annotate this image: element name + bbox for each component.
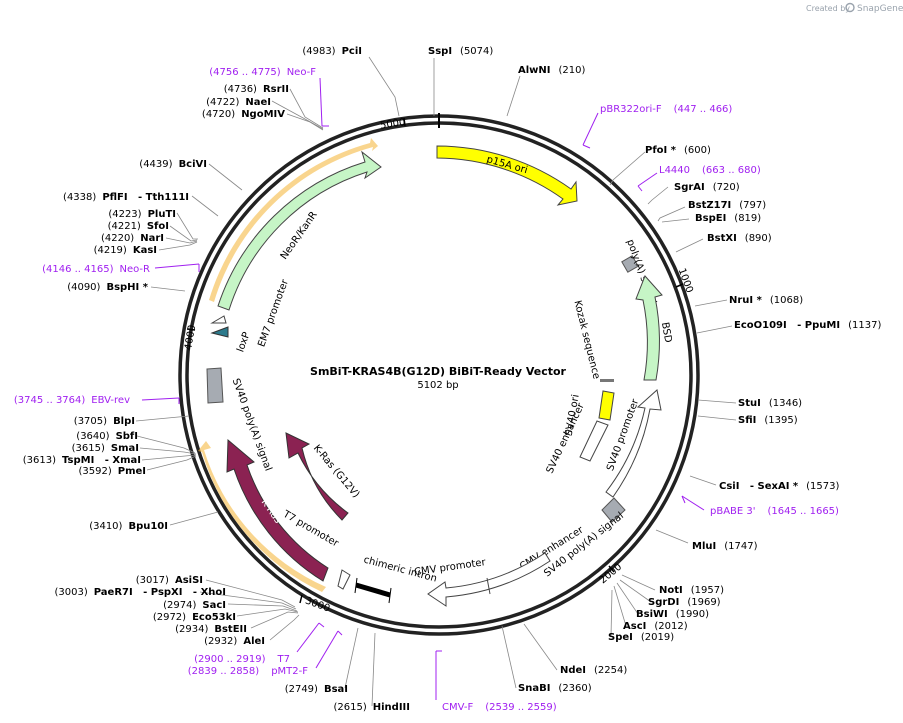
neor-arrow — [217, 150, 382, 311]
polya-signal-box-3 — [206, 367, 224, 404]
site-asisi: (3017)AsiSI — [136, 575, 203, 586]
snapgene-logo-icon — [845, 2, 855, 13]
site-leader-lines — [135, 56, 737, 707]
site-sfoi: (4221)SfoI — [108, 221, 169, 232]
site-alwni: AlwNI(210) — [518, 65, 585, 76]
tick-label-3000: 3000 — [304, 596, 332, 615]
bsd-arrow — [635, 275, 663, 381]
site-asci: AscI(2012) — [623, 621, 688, 632]
tick-label-2000: 2000 — [598, 562, 625, 587]
site-sgrai: SgrAI(720) — [674, 182, 740, 193]
created-by-text: Created by — [806, 4, 850, 13]
site-alei: (2932)AleI — [204, 636, 265, 647]
site-bsai: (2749)BsaI — [285, 684, 348, 695]
site-bsteii: (2934)BstEII — [175, 624, 247, 635]
site-stui: StuI(1346) — [738, 398, 802, 409]
site-paer7i: (3003)PaeR7I - PspXI - XhoI — [54, 587, 226, 598]
site-tspmi: (3613)TspMI - XmaI — [23, 455, 141, 466]
primer-leader-lines — [141, 77, 705, 700]
site-spei: SpeI(2019) — [608, 632, 674, 643]
site-kasi: (4219)KasI — [94, 245, 157, 256]
site-sfii: SfiI(1395) — [738, 415, 798, 426]
site-noti: NotI(1957) — [659, 585, 724, 596]
kras-g12v-arrow — [285, 432, 349, 521]
site-pmei: (3592)PmeI — [78, 466, 146, 477]
tick-5000 — [403, 117, 406, 127]
site-csii: CsiI - SexAI *(1573) — [719, 481, 839, 492]
polya-signal-box-1 — [621, 255, 639, 273]
primer-l4440: L4440(663 .. 680) — [659, 165, 761, 176]
primer-neo-r: (4146 .. 4165)Neo-R — [42, 264, 150, 275]
site-bpu10i: (3410)Bpu10I — [89, 521, 168, 532]
site-bcivi: (4439)BciVI — [139, 159, 207, 170]
snapgene-brand: SnapGene — [857, 4, 903, 14]
kras-g12v-label: K-Ras (G12V) — [311, 443, 362, 500]
kozak-label: Kozak sequence — [571, 299, 601, 380]
site-ndei: NdeI(2254) — [560, 665, 627, 676]
em7-promoter-arrow — [210, 315, 227, 324]
kozak-mark — [600, 379, 614, 382]
site-nrui: NruI *(1068) — [729, 295, 803, 306]
site-sbfi: (3640)SbfI — [76, 431, 138, 442]
site-bsphi: (4090)BspHI * — [67, 282, 149, 293]
primer-neo-f: (4756 .. 4775)Neo-F — [209, 67, 316, 78]
primer-pbr322ori-f: pBR322ori-F(447 .. 466) — [600, 104, 732, 115]
site-ecoo109i: EcoO109I - PpuMI(1137) — [734, 320, 881, 331]
cmv-promoter-arrow — [427, 552, 551, 607]
tick-label-4000: 4000 — [183, 324, 198, 351]
cmv-enhancer-promoter-divider — [486, 577, 491, 595]
tick-3000 — [299, 594, 303, 604]
site-bspei: BspEI(819) — [695, 213, 761, 224]
sv40-promoter-arrow — [605, 389, 662, 498]
site-sspi: SspI(5074) — [428, 46, 493, 57]
site-smai: (3615)SmaI — [72, 443, 139, 454]
site-hindiii: (2615)HindIII — [333, 702, 410, 713]
primer-ebv-rev: (3745 .. 3764)EBV-rev — [14, 395, 130, 406]
restriction-sites: (4983)PciI SspI(5074) AlwNI(210) PfoI *(… — [23, 46, 882, 713]
site-bstxi: BstXI(890) — [707, 233, 772, 244]
site-pfoi: PfoI *(600) — [645, 145, 711, 156]
tick-2000 — [608, 565, 615, 573]
sv40-enhancer-box — [579, 420, 609, 462]
primer-pmt2-f: (2839 .. 2858)pMT2-F — [188, 666, 308, 677]
site-ngomiv: (4720)NgoMIV — [202, 109, 285, 120]
primer-pbabe3: pBABE 3'(1645 .. 1665) — [710, 506, 839, 517]
site-bsiwi: BsiWI(1990) — [636, 609, 709, 620]
chimeric-intron-mark — [355, 582, 391, 598]
site-rsrii: (4736)RsrII — [224, 84, 289, 95]
site-pcii: (4983)PciI — [302, 46, 362, 57]
loxp-arrow — [210, 326, 229, 338]
site-sgrdi: SgrDI(1969) — [648, 597, 721, 608]
primer-t7: (2900 .. 2919)T7 — [194, 654, 290, 665]
site-bstz17i: BstZ17I(797) — [688, 200, 766, 211]
site-saci: (2974)SacI — [163, 600, 226, 611]
site-mlui: MluI(1747) — [692, 541, 758, 552]
site-nari: (4220)NarI — [101, 233, 164, 244]
site-blpi: (3705)BlpI — [74, 416, 135, 427]
primers: (4756 .. 4775)Neo-F pBR322ori-F(447 .. 4… — [14, 67, 839, 713]
p15a-ori-arrow — [436, 145, 578, 206]
bsd-label: BSD — [659, 321, 673, 344]
plasmid-size: 5102 bp — [417, 380, 458, 391]
site-pflfi: (4338)PflFI - Tth111I — [63, 192, 189, 203]
em7-promoter-label: EM7 promoter — [256, 277, 291, 348]
kras-arrow — [226, 438, 329, 582]
site-snabi: SnaBI(2360) — [518, 683, 592, 694]
t7-promoter-arrow — [337, 569, 351, 590]
plasmid-name: SmBiT-KRAS4B(G12D) BiBiT-Ready Vector — [310, 365, 567, 378]
site-pluti: (4223)PluTI — [108, 209, 176, 220]
site-naei: (4722)NaeI — [206, 97, 271, 108]
intron-tick-right — [388, 587, 392, 604]
tick-1000 — [675, 283, 684, 288]
polya-signal-box-2 — [601, 497, 626, 523]
sv40-enhancer-label: SV40 enhancer — [545, 401, 588, 475]
loxp-label: loxP — [235, 331, 252, 354]
intron-tick-left — [354, 577, 358, 594]
tick-label-5000: 5000 — [379, 117, 406, 131]
tick-4000 — [186, 328, 196, 331]
site-eco53ki: (2972)Eco53kI — [153, 612, 236, 623]
primer-cmv-f: CMV-F(2539 .. 2559) — [442, 702, 557, 713]
sv40-ori-box — [598, 390, 615, 421]
